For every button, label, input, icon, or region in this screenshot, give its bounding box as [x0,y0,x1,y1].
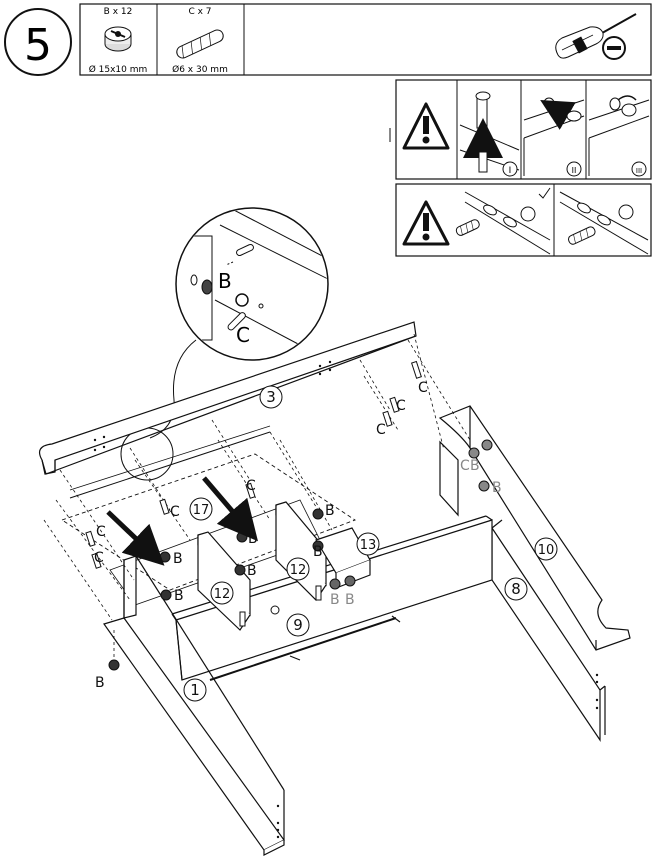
cam-warning-panel: I II III [389,79,652,180]
cam-step-2-label: II [572,166,577,175]
callout-label-b: B [218,269,232,293]
panel-label-8: 8 [511,580,521,598]
header-strip: 5 B x 12 Ø 15x10 mm C x 7 [4,3,652,76]
part-b-cell: B x 12 Ø 15x10 mm [89,7,148,75]
panel-label-3: 3 [266,388,276,406]
panel-label-17: 17 [193,503,210,518]
parts-tool-box [79,3,652,76]
panel-10-side [438,405,631,651]
cam-step-1-label: I [509,166,512,176]
edge-holes [276,673,599,839]
label-c-3: C [170,504,180,520]
panel-label-13: 13 [360,538,377,553]
panel-3-back [39,321,417,475]
label-b-gray-4: B [492,480,502,496]
label-b-1: B [173,551,183,567]
part-b-size: Ø 15x10 mm [89,64,148,75]
label-c-gray: C [460,458,470,474]
label-b-5: B [325,503,335,519]
warning-triangle-icon [402,102,450,150]
label-b-gray-3: B [470,458,480,474]
fastener-letter-labels: C C C C C C C B B B B B B B B B C B B [94,380,502,691]
label-c-6: C [376,422,386,438]
cam-step-2: II [523,97,585,177]
cam-step-3-label: III [636,167,642,175]
dowel-incorrect-example [559,191,649,255]
panel-label-10: 10 [538,543,555,558]
cam-step-1: I [459,91,520,177]
label-b-gray-1: B [330,592,340,608]
label-c-5: C [396,398,406,414]
panel-1-side [103,555,285,856]
panel-number-labels: 3 17 13 12 12 9 10 8 1 [183,385,558,702]
cam-lock-icon [104,26,132,52]
part-c-size: Ø6 x 30 mm [172,64,228,75]
panel-label-12-left: 12 [214,587,231,602]
part-c-cell: C x 7 Ø6 x 30 mm [172,7,228,75]
label-b-4: B [248,531,258,547]
insertion-arrows [106,476,258,566]
label-c-2: C [94,550,104,566]
detail-callout: B C [120,207,329,481]
step-number: 5 [24,20,52,71]
dowel-correct-example [455,187,551,255]
cam-step-3: III [588,95,650,177]
part-c-code: C x 7 [188,7,211,17]
label-c-4: C [246,478,256,494]
dowel-warning-panel [395,183,652,257]
part-b-code: B x 12 [104,7,133,17]
flathead-screwdriver-icon [555,13,637,60]
label-b-3: B [247,563,257,579]
label-b-7: B [95,675,105,691]
wooden-dowel-icon [176,29,224,59]
label-c-1: C [96,524,106,540]
main-assembly [39,321,631,856]
panel-label-1: 1 [190,681,200,699]
label-b-gray-2: B [345,592,355,608]
panel-3-holes [93,360,332,452]
panel-label-9: 9 [293,616,303,634]
panel-label-12-right: 12 [290,563,307,578]
dowels-c [85,360,422,627]
warning-triangle-icon [402,200,450,246]
label-c-7: C [418,380,428,396]
callout-label-c: C [236,323,250,347]
label-b-6: B [313,544,323,560]
step-circle [4,8,72,76]
label-b-2: B [174,588,184,604]
